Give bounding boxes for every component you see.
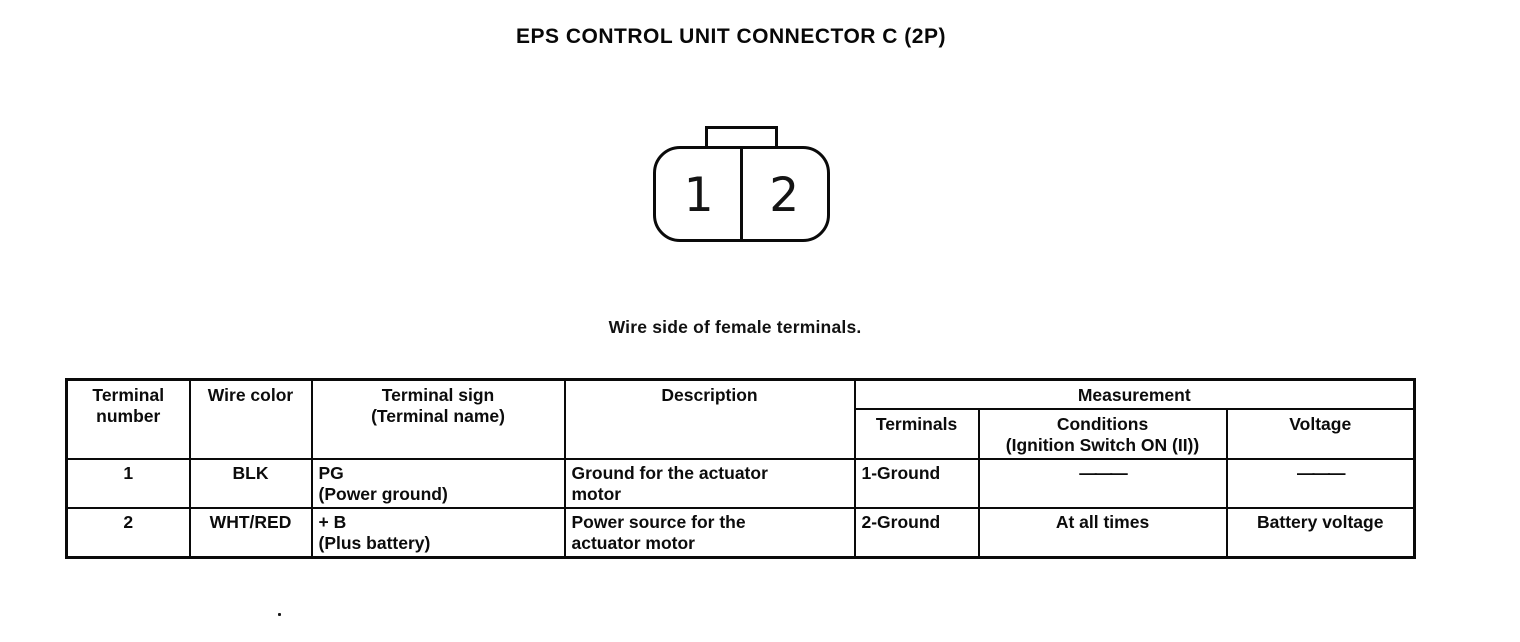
- connector-lock-tab: [705, 126, 778, 149]
- cell-terminals: 2-Ground: [853, 507, 980, 559]
- cell-terminal-sign: PG (Power ground): [310, 458, 566, 509]
- cell-terminal-sign: + B (Plus battery): [310, 507, 566, 559]
- cell-voltage-dash: ———: [1225, 458, 1416, 509]
- header-terminal-number: Terminal number: [65, 378, 191, 460]
- cell-conditions-dash: ———: [977, 458, 1228, 509]
- cavity-2-label: 2: [769, 167, 800, 223]
- cell-terminal-number: 2: [65, 507, 191, 559]
- cell-conditions: At all times: [977, 507, 1228, 559]
- terminal-table-grid: Terminal number Wire color Terminal sign…: [65, 378, 1416, 559]
- cell-wire-color: BLK: [188, 458, 313, 509]
- table-row-terminal-2: 2 WHT/RED + B (Plus battery) Power sourc…: [65, 507, 1416, 559]
- header-wire-color: Wire color: [188, 378, 313, 460]
- cell-wire-color: WHT/RED: [188, 507, 313, 559]
- cell-terminals: 1-Ground: [853, 458, 980, 509]
- table-row-terminal-1: 1 BLK PG (Power ground) Ground for the a…: [65, 458, 1416, 509]
- header-terminals: Terminals: [853, 408, 980, 460]
- cell-description: Ground for the actuator motor: [563, 458, 856, 509]
- cell-description: Power source for the actuator motor: [563, 507, 856, 559]
- diagram-caption: Wire side of female terminals.: [608, 317, 862, 337]
- cavity-1-label: 1: [683, 167, 714, 223]
- scan-artifact-dot: [278, 613, 281, 616]
- cell-voltage: Battery voltage: [1225, 507, 1416, 559]
- connector-diagram: 1 2: [653, 126, 830, 242]
- connector-cavity-divider: [740, 146, 743, 242]
- header-measurement: Measurement: [853, 378, 1416, 410]
- page-title: EPS CONTROL UNIT CONNECTOR C (2P): [516, 25, 946, 48]
- header-terminal-sign: Terminal sign (Terminal name): [310, 378, 566, 460]
- header-description: Description: [563, 378, 856, 460]
- terminal-table: Terminal number Wire color Terminal sign…: [65, 378, 1416, 559]
- header-conditions: Conditions (Ignition Switch ON (II)): [977, 408, 1228, 460]
- cell-terminal-number: 1: [65, 458, 191, 509]
- header-voltage: Voltage: [1225, 408, 1416, 460]
